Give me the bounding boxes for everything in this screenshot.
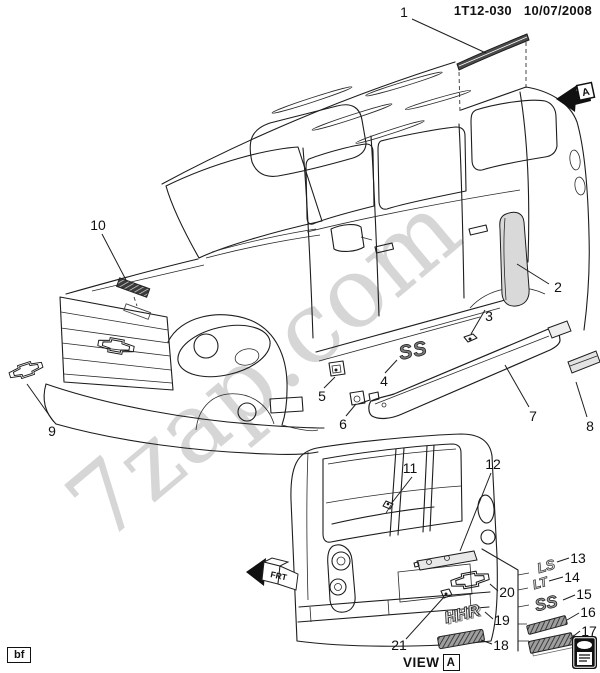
part-ls-emblem: LS: [535, 555, 558, 576]
part-nameplate-17: [528, 632, 577, 657]
vehicle-rear-view: [290, 433, 498, 647]
callout-16[interactable]: 16: [580, 604, 596, 620]
svg-text:LS: LS: [535, 556, 557, 576]
callout-7[interactable]: 7: [529, 408, 537, 424]
callout-10[interactable]: 10: [90, 217, 106, 233]
part-hhr-emblem: HHR HHR: [442, 601, 484, 628]
part-ss-stack-emblem: SS: [533, 591, 561, 616]
corner-code-box: bf: [7, 647, 32, 663]
svg-text:SS: SS: [397, 337, 430, 364]
view-a-label: VIEW A: [403, 654, 460, 671]
emblem-option-bracket: [481, 548, 530, 652]
svg-text:LT: LT: [531, 573, 550, 592]
callout-9[interactable]: 9: [48, 423, 56, 439]
callout-20[interactable]: 20: [499, 584, 515, 600]
part-rear-bowtie-emblem: [449, 568, 491, 592]
diagram-code: 1T12-030: [453, 3, 512, 18]
part-license-applique: [413, 550, 478, 571]
callout-8[interactable]: 8: [586, 418, 594, 434]
callout-14[interactable]: 14: [564, 569, 580, 585]
part-quarter-molding: [499, 211, 530, 307]
callout-12[interactable]: 12: [485, 456, 501, 472]
part-clip-3: [463, 333, 478, 343]
part-clip-11: [382, 500, 394, 510]
part-roof-drip-molding: [456, 33, 530, 113]
callout-1[interactable]: 1: [400, 4, 408, 20]
part-rocker-molding: [357, 320, 572, 420]
diagram-header: 1T12-030 10/07/2008: [454, 3, 592, 18]
view-a-direction-arrow: A: [556, 81, 596, 112]
watermark-text: 7zap.com: [46, 172, 482, 563]
callout-2[interactable]: 2: [554, 279, 562, 295]
callout-11[interactable]: 11: [402, 460, 418, 476]
adhesive-kit-icon: [572, 636, 597, 669]
callout-leader-lines: [26, 18, 588, 645]
callout-21[interactable]: 21: [391, 637, 407, 653]
view-ref-box: A: [442, 654, 460, 671]
view-text: VIEW: [403, 655, 440, 670]
svg-text:A: A: [581, 86, 591, 99]
callout-4[interactable]: 4: [380, 373, 388, 389]
part-clip-21: [440, 588, 453, 599]
svg-text:FRT: FRT: [270, 569, 289, 582]
callout-6[interactable]: 6: [339, 416, 347, 432]
callout-5[interactable]: 5: [318, 388, 326, 404]
vehicle-front-three-quarter-view: [43, 61, 590, 455]
part-hood-nameplate: [115, 277, 152, 320]
part-front-bowtie-emblem: [7, 357, 45, 383]
frt-direction-arrow: FRT: [246, 557, 299, 591]
part-liftgate-nameplate: [437, 628, 485, 650]
part-clip-5: [328, 360, 346, 377]
part-lt-emblem: LT: [530, 573, 550, 593]
callout-19[interactable]: 19: [494, 612, 510, 628]
callout-15[interactable]: 15: [576, 586, 592, 602]
part-ss-side-emblem: SS: [397, 337, 430, 365]
callout-17[interactable]: 17: [581, 623, 597, 639]
callout-18[interactable]: 18: [493, 637, 509, 653]
callout-13[interactable]: 13: [570, 550, 586, 566]
svg-text:SS: SS: [533, 592, 560, 616]
part-clip-6: [349, 390, 366, 406]
callout-3[interactable]: 3: [485, 308, 493, 324]
diagram-date: 10/07/2008: [523, 3, 592, 18]
part-nameplate-16: [526, 615, 568, 635]
part-rear-rocker-extension: [567, 350, 600, 374]
